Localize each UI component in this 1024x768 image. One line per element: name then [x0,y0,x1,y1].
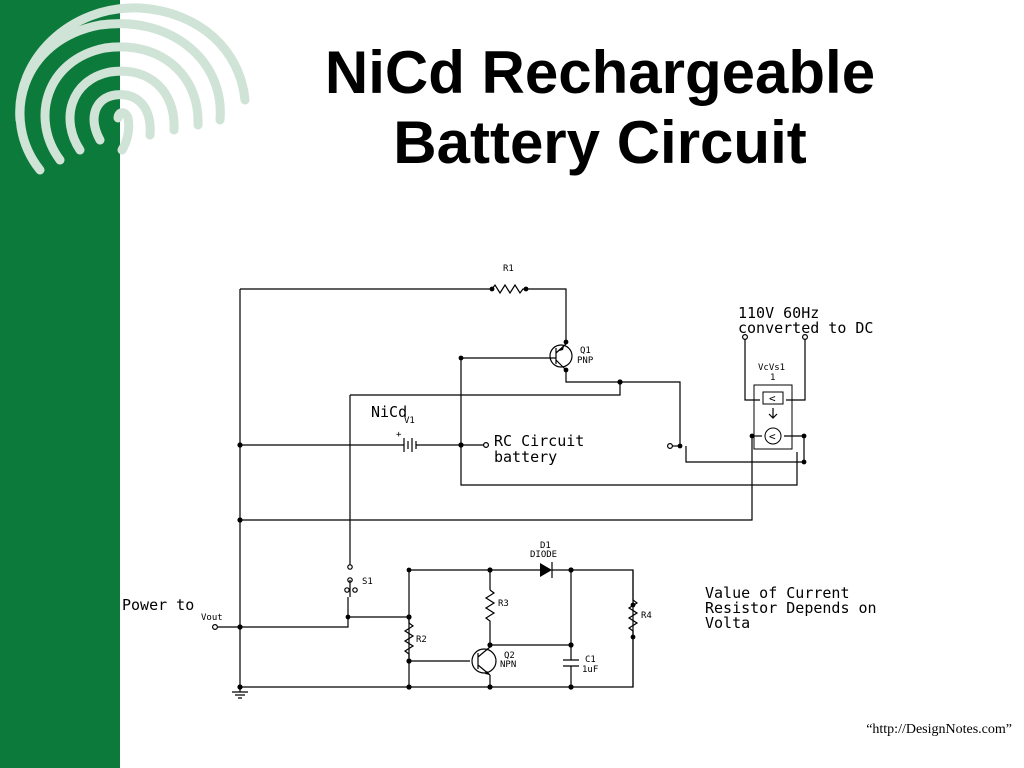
vout-label: Vout [201,613,223,623]
r3-label: R3 [498,599,509,609]
r1-label: R1 [503,264,514,274]
d1-name-label: D1 [540,541,551,551]
current-note-line-1: Value of Current [705,584,850,602]
source-note-line-2: converted to DC [738,319,873,337]
fingerprint-logo [15,3,250,175]
c1-value-label: 1uF [582,665,598,675]
nicd-label: NiCd [371,403,407,421]
current-note-line-3: Volta [705,614,750,632]
transistor-q2 [471,646,497,676]
capacitor-c1 [563,659,579,672]
vcvs-source: < < [753,384,793,450]
q2-name-label: Q2 [504,651,515,661]
switch-s1 [344,564,358,597]
slide-title: NiCd Rechargeable Battery Circuit [200,38,1000,178]
diode-d1 [540,562,553,578]
s1-label: S1 [362,577,373,587]
current-note-line-2: Resistor Depends on [705,599,877,617]
rc-circuit-line-1: RC Circuit [494,432,584,450]
svg-text:<: < [769,430,776,443]
resistor-r3 [484,589,496,630]
svg-text:<: < [769,392,776,405]
battery-v1 [400,438,420,452]
title-line-2: Battery Circuit [393,109,807,176]
credit-text: “http://DesignNotes.com” [866,722,1012,737]
transistor-q1 [549,343,573,371]
terminals [212,334,808,630]
r4-label: R4 [641,611,652,621]
q1-name-label: Q1 [580,346,591,356]
vcvs-name-label: VcVs1 [758,363,785,373]
power-to-label: Power to [122,596,194,614]
v1-label: V1 [404,416,415,426]
r2-label: R2 [416,635,427,645]
vcvs-value-label: 1 [770,373,775,383]
rc-circuit-line-2: battery [494,448,557,466]
q1-type-label: PNP [577,356,594,366]
q2-type-label: NPN [500,660,516,670]
resistor-r1 [491,283,526,295]
v1-plus-label: + [396,430,402,440]
d1-type-label: DIODE [530,550,557,560]
junctions [237,286,807,690]
c1-name-label: C1 [585,655,596,665]
source-note-line-1: 110V 60Hz [738,304,819,322]
wires [218,288,806,699]
title-line-1: NiCd Rechargeable [324,39,876,106]
resistor-r2 [403,617,415,658]
